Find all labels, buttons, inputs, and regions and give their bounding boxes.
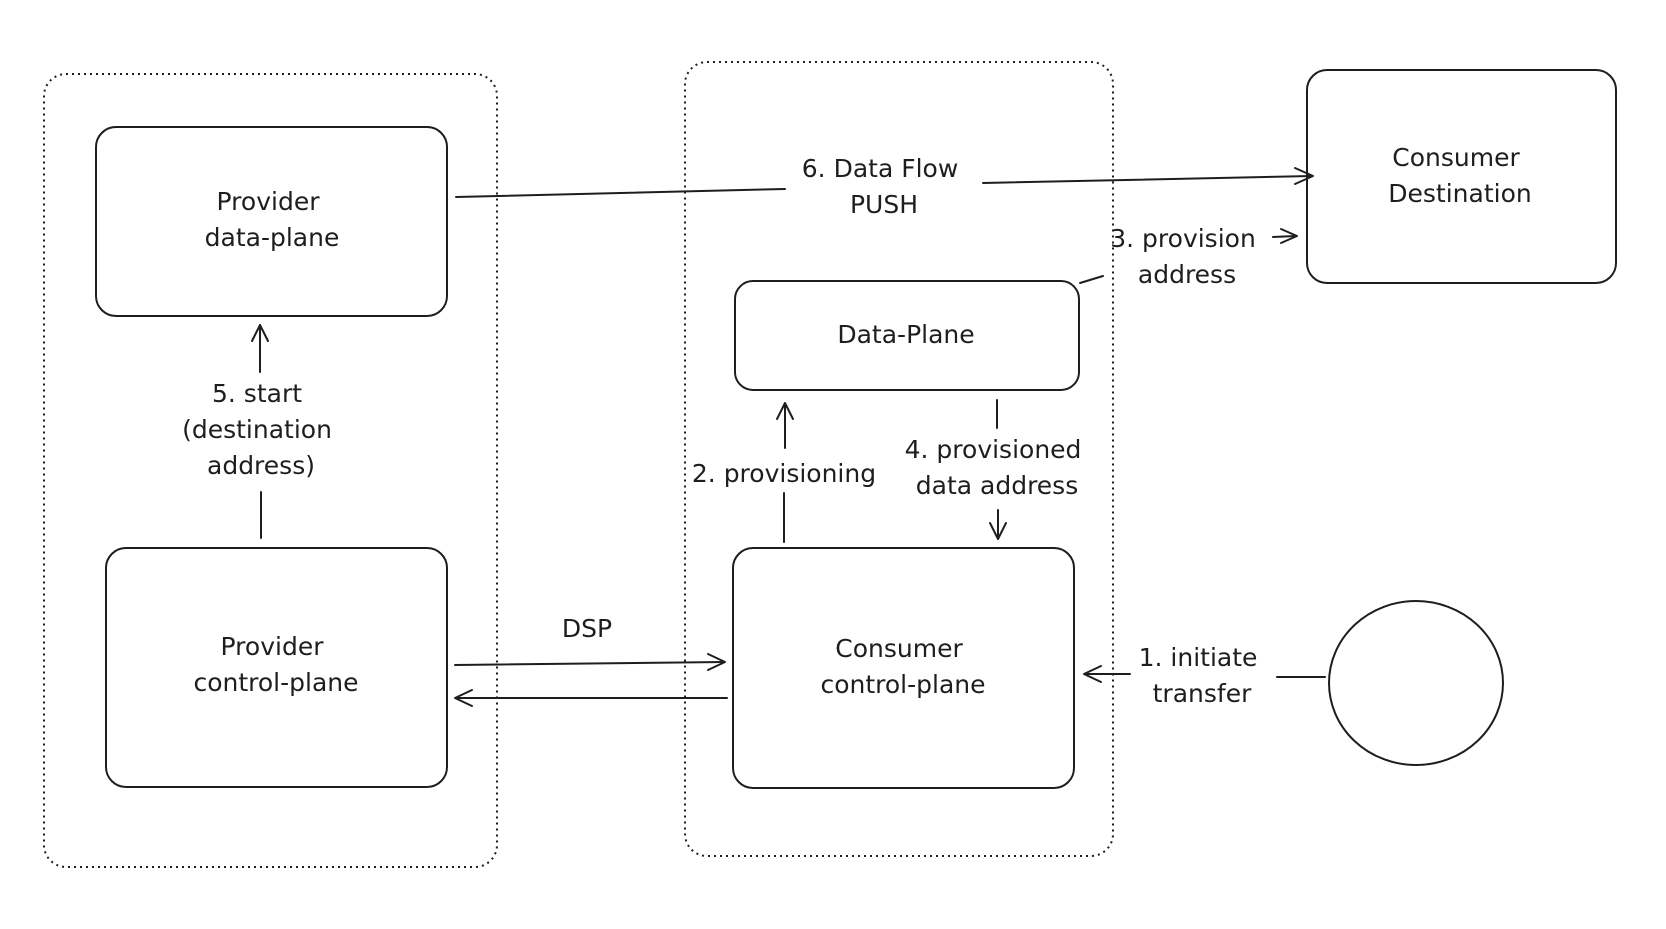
provider-group [43, 73, 498, 868]
provisioning-arrowhead [776, 402, 794, 420]
data-flow-arrow-tail [455, 188, 786, 198]
consumer-control-plane-box [732, 547, 1075, 789]
data-flow-arrowhead [1294, 167, 1314, 185]
start-arrowhead [251, 324, 269, 342]
data-flow-arrow-shaft [982, 175, 1313, 184]
start-label: 5. start (destination address) [182, 379, 340, 480]
provisioning-label: 2. provisioning [692, 459, 876, 488]
dsp-arrowhead-forward [707, 653, 726, 671]
consumer-destination-box [1306, 69, 1617, 284]
data-flow-push-label: 6. Data Flow PUSH [802, 154, 966, 219]
initiate-transfer-label: 1. initiate transfer [1139, 643, 1266, 708]
consumer-group [684, 61, 1114, 857]
provision-address-arrow-shaft [1272, 235, 1297, 238]
initiate-transfer-arrowhead [1083, 665, 1102, 683]
provision-address-arrowhead [1280, 228, 1298, 244]
provisioned-arrowhead [989, 522, 1007, 540]
provider-control-plane-label: Provider control-plane [193, 632, 358, 697]
provisioned-data-address-label: 4. provisioned data address [905, 435, 1090, 500]
dsp-arrow-forward [454, 661, 725, 666]
consumer-data-plane-box [734, 280, 1080, 391]
provision-address-arrow-tail [1079, 275, 1104, 284]
provider-control-plane-box [105, 547, 448, 788]
consumer-control-plane-label: Consumer control-plane [820, 634, 985, 699]
provider-data-plane-label: Provider data-plane [205, 187, 340, 252]
dsp-label: DSP [562, 614, 612, 643]
provision-address-label: 3. provision address [1110, 224, 1264, 289]
user-actor-circle [1328, 600, 1504, 766]
consumer-data-plane-label: Data-Plane [837, 320, 974, 349]
consumer-destination-label: Consumer Destination [1388, 143, 1531, 208]
provider-data-plane-box [95, 126, 448, 317]
dsp-arrowhead-back [454, 689, 473, 707]
